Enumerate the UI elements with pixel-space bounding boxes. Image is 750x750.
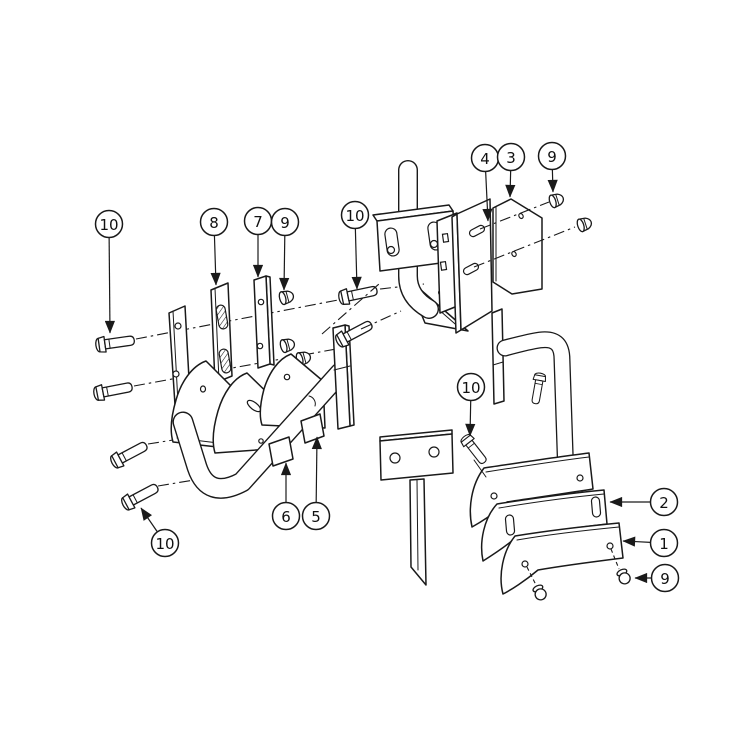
boom-tube [172, 362, 351, 499]
blade-2 [480, 489, 608, 562]
callout-circle [340, 200, 370, 230]
callout-10-bottom-left: 10 [140, 507, 180, 558]
cap-nut [615, 566, 633, 587]
callout-8: 8 [199, 207, 229, 286]
flange-nut [575, 215, 594, 234]
callout-number: 8 [209, 214, 219, 232]
flat-bar-right [491, 308, 505, 405]
callout-10-upper-left: 10 [94, 209, 124, 334]
shim-plate-8 [210, 282, 233, 384]
callout-circle [537, 141, 567, 171]
callout-circle [94, 209, 124, 239]
callout-7: 7 [243, 206, 273, 278]
hex-bolts-left [91, 331, 162, 513]
callout-6: 6 [271, 462, 301, 531]
j-tube [496, 331, 575, 489]
hex-bolt [107, 437, 151, 471]
mount-plate-4 [451, 198, 493, 334]
hex-bolt [332, 316, 376, 350]
callout-circle [649, 528, 679, 558]
callout-leader-arrow [210, 235, 221, 286]
callout-leader-arrow [547, 169, 558, 193]
center-post-assembly [372, 160, 469, 332]
callout-10-middle: 10 [340, 200, 370, 290]
hex-bolt [91, 378, 135, 403]
callout-leader-arrow [465, 400, 476, 437]
callout-circle [650, 563, 680, 593]
callout-leader-arrow [104, 237, 115, 334]
cap-nut [531, 582, 549, 603]
callout-3: 3 [496, 142, 526, 198]
skid-shank [379, 429, 454, 586]
callout-number: 10 [155, 535, 174, 553]
callout-number: 10 [99, 216, 118, 234]
callout-number: 4 [480, 150, 490, 168]
flange-nut [278, 336, 297, 354]
callout-leader-arrow [279, 235, 290, 291]
callout-number: 9 [660, 570, 670, 588]
callout-9-left: 9 [270, 207, 300, 291]
callout-leader-arrow [622, 536, 651, 547]
callout-number: 9 [547, 148, 557, 166]
callout-2: 2 [609, 487, 679, 517]
callout-leader-arrow [311, 436, 322, 503]
callout-1: 1 [622, 528, 679, 558]
hex-bolt [94, 331, 136, 354]
flat-bar-left [332, 324, 355, 430]
shim-plate-7 [253, 275, 275, 369]
strap-tabs [268, 413, 325, 467]
hex-bolt [458, 431, 491, 468]
hex-bolt [528, 371, 548, 406]
callout-leader-arrow [482, 171, 493, 222]
callout-number: 7 [253, 213, 263, 231]
blade-top [469, 452, 594, 528]
callout-number: 5 [311, 508, 321, 526]
callout-leader-arrow [140, 507, 158, 533]
round-post [398, 160, 439, 319]
callout-10-right: 10 [456, 372, 486, 437]
mount-plate-3 [492, 198, 543, 295]
flange-nuts-left [277, 288, 313, 367]
callout-circle [150, 528, 180, 558]
callout-number: 2 [659, 494, 669, 512]
upper-mount-plates [436, 191, 594, 334]
callout-5: 5 [301, 436, 331, 531]
callout-number: 6 [281, 508, 291, 526]
callout-circle [199, 207, 229, 237]
shim-plates-left [168, 275, 275, 406]
callout-number: 1 [659, 535, 669, 553]
callout-9-top-right: 9 [537, 141, 567, 193]
callout-9-bottom-right: 9 [634, 563, 680, 593]
blade-stack [469, 452, 633, 603]
callout-leader-arrow [351, 228, 362, 290]
hex-bolt-right [458, 431, 491, 478]
callout-number: 10 [345, 207, 364, 225]
callout-circle [271, 501, 301, 531]
callout-number: 3 [506, 149, 516, 167]
callout-number: 9 [280, 214, 290, 232]
callout-circle [456, 372, 486, 402]
right-frame [491, 308, 575, 489]
blade-1 [500, 522, 624, 595]
flange-nut [277, 288, 296, 306]
flange-nut [547, 191, 566, 210]
hex-bolt [118, 479, 162, 513]
callout-circle [496, 142, 526, 172]
callout-leader-arrow [505, 170, 516, 198]
callout-circle [270, 207, 300, 237]
callout-circle [301, 501, 331, 531]
callout-number: 10 [461, 379, 480, 397]
callout-circle [649, 487, 679, 517]
